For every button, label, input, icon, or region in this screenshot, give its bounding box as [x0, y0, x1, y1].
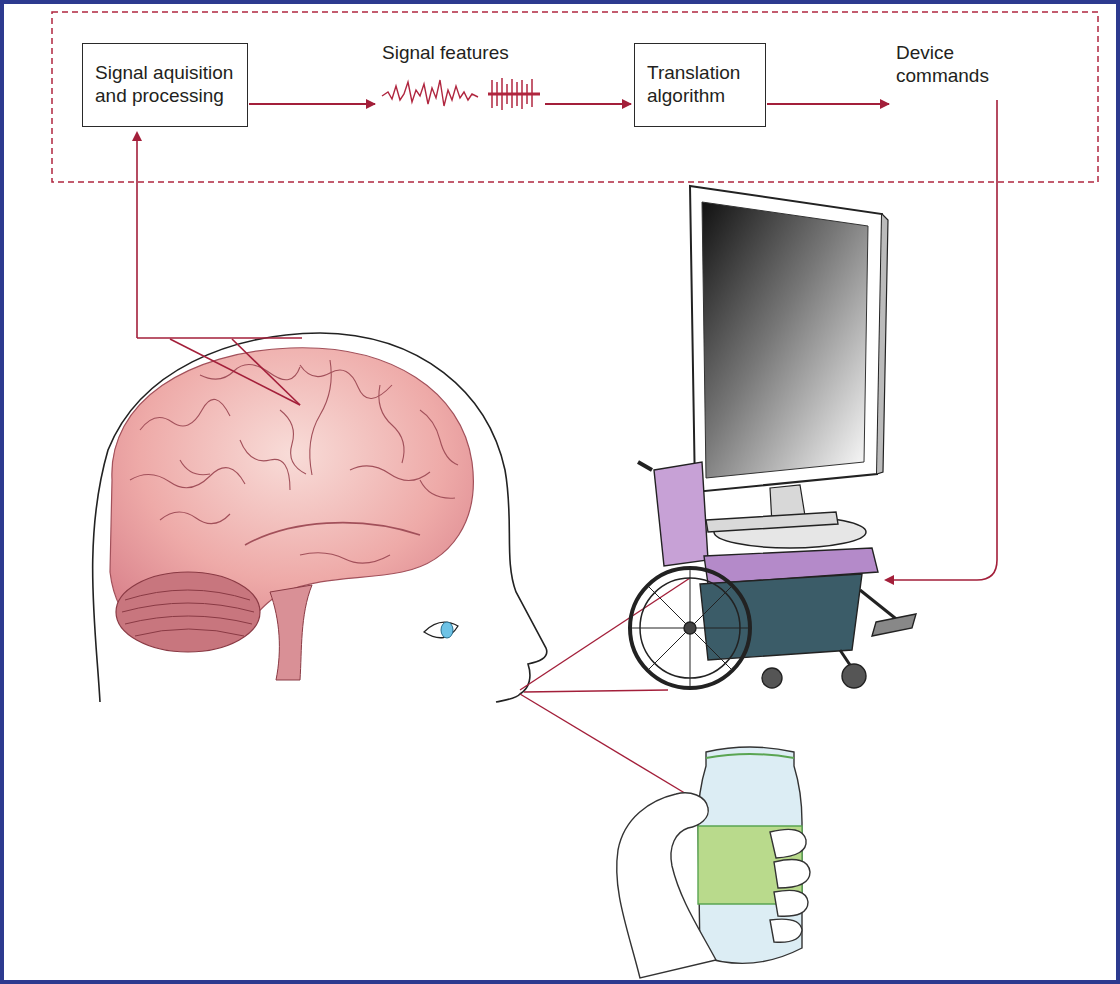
lateral-fissure	[245, 523, 420, 545]
folium	[125, 590, 250, 600]
flow-arrow	[249, 103, 375, 105]
folium	[125, 616, 252, 624]
sulcus	[160, 512, 230, 524]
spike	[491, 80, 493, 108]
eye-outline	[424, 622, 458, 638]
eye	[424, 622, 458, 638]
leg-rest	[860, 590, 900, 622]
hand-with-bottle	[617, 747, 810, 978]
acquisition-leader	[137, 133, 302, 405]
leader-line	[137, 337, 302, 339]
wheelchair	[630, 462, 916, 688]
rear-wheel	[630, 568, 750, 688]
sulcus	[420, 480, 455, 498]
monitor-edge	[877, 214, 888, 474]
spike-train	[492, 78, 532, 110]
leader-arrow	[136, 133, 138, 338]
sulcus	[240, 440, 290, 490]
node-text: Device commands	[896, 42, 1000, 88]
bottle-cap-band	[706, 754, 794, 758]
spike	[496, 82, 498, 106]
sulcus	[180, 460, 210, 475]
finger	[770, 919, 802, 942]
command-arrow	[886, 100, 997, 580]
folium	[135, 629, 244, 636]
gyri	[130, 360, 458, 563]
push-handle	[638, 462, 652, 470]
eeg-trace	[382, 80, 478, 106]
front-caster	[762, 668, 782, 688]
sulcus	[300, 553, 390, 563]
monitor	[690, 186, 888, 548]
head-outline	[93, 333, 547, 702]
hub	[684, 622, 696, 634]
footplate	[872, 614, 916, 636]
finger	[774, 890, 808, 916]
sulcus	[130, 468, 245, 488]
backrest	[654, 462, 708, 566]
hand-palm	[617, 793, 716, 978]
sulcus	[310, 360, 331, 475]
spike	[526, 84, 528, 104]
process-box: Signal aquisition and processing	[82, 43, 248, 127]
flow-arrow	[545, 103, 631, 105]
stage-label: Signal features	[378, 40, 544, 112]
node-text: Signal features	[382, 42, 540, 65]
leader-line	[520, 694, 688, 795]
spokes	[632, 570, 748, 686]
spike	[531, 79, 533, 107]
frame	[700, 574, 862, 660]
leader-line	[232, 339, 300, 405]
spoke	[649, 587, 731, 669]
leader-line	[524, 690, 668, 692]
sulcus	[200, 364, 300, 379]
spoke	[649, 587, 731, 669]
front-caster	[842, 664, 866, 688]
monitor-bezel	[690, 186, 882, 492]
leader-line	[170, 339, 300, 405]
finger	[774, 860, 810, 888]
sulcus	[350, 466, 430, 481]
brainstem	[270, 585, 312, 680]
leader-line	[520, 578, 690, 690]
signal-waveform	[382, 78, 540, 110]
sulcus	[140, 399, 230, 430]
spike	[501, 78, 503, 110]
process-box: Translation algorithm	[634, 43, 766, 127]
flow-arrow	[767, 103, 889, 105]
finger	[770, 829, 806, 858]
cerebellum-folia	[122, 590, 254, 636]
cerebellum	[116, 572, 260, 652]
spike	[506, 84, 508, 104]
sulcus	[280, 410, 306, 474]
iris	[441, 622, 453, 638]
spike	[521, 80, 523, 109]
monitor-screen	[702, 202, 868, 478]
feedback-lines	[520, 578, 690, 795]
folium	[122, 603, 254, 612]
stage-label: Device commands	[892, 40, 1004, 112]
node-text: Translation algorithm	[647, 62, 753, 108]
sulcus	[300, 365, 392, 399]
spike	[516, 82, 518, 106]
node-text: Signal aquisition and processing	[95, 62, 235, 108]
armrest	[706, 512, 838, 532]
sulcus	[420, 410, 458, 465]
spike	[511, 79, 513, 108]
system-boundary	[52, 12, 1098, 182]
sulcus	[379, 385, 404, 463]
